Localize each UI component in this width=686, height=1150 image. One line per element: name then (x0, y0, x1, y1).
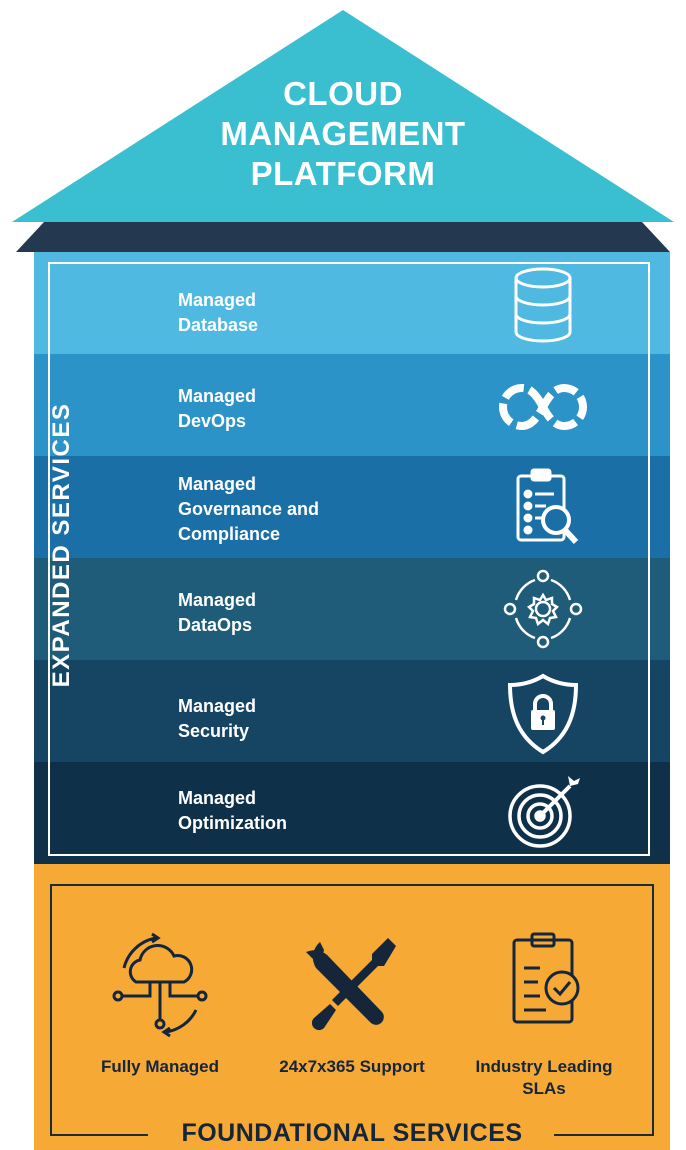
target-arrow-icon (508, 776, 580, 848)
foundational-services-title: FOUNDATIONAL SERVICES (154, 1118, 550, 1148)
foundational-item-slas: Industry Leading SLAs (444, 924, 644, 1098)
foundational-frame-bottom-left (50, 1134, 148, 1136)
foundational-label: Fully Managed (100, 1057, 220, 1076)
foundational-services: Fully Managed 24x7x365 Support (34, 864, 670, 1150)
clipboard-magnifier-icon (516, 468, 579, 545)
roof (12, 10, 674, 222)
platform-title-line-2: MANAGEMENT (220, 115, 466, 152)
gear-cycle-icon (503, 569, 583, 649)
foundational-frame-bottom-right (554, 1134, 654, 1136)
roof-eave (16, 222, 670, 252)
foundational-label: 24x7x365 Support (279, 1057, 425, 1076)
database-icon (514, 267, 572, 343)
infinity-loop-icon (499, 383, 587, 431)
platform-title-line-3: PLATFORM (250, 155, 436, 192)
platform-title: CLOUD MANAGEMENT PLATFORM (0, 74, 686, 194)
foundational-item-managed: Fully Managed (60, 924, 260, 1076)
cloud-network-icon (112, 932, 208, 1038)
shield-lock-icon (507, 673, 579, 755)
foundational-label: Industry Leading SLAs (475, 1057, 613, 1098)
platform-title-line-1: CLOUD (283, 75, 403, 112)
clipboard-check-icon (512, 932, 580, 1024)
foundational-item-support: 24x7x365 Support (252, 924, 452, 1076)
expanded-services-frame (48, 262, 650, 856)
foundational-frame (50, 884, 654, 1136)
wrench-screwdriver-icon (306, 938, 396, 1031)
